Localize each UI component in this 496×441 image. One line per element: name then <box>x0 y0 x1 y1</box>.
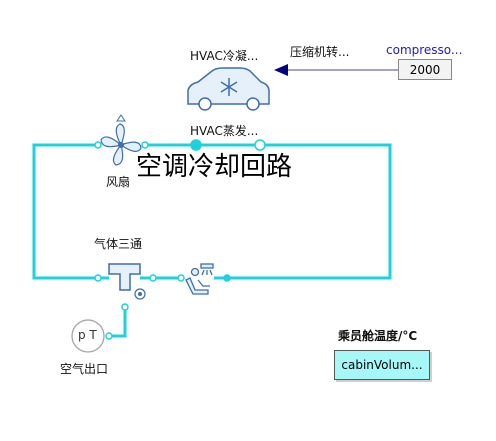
page-title: 空调冷却回路 <box>136 152 293 182</box>
compressor-speed-input[interactable]: 2000 <box>398 59 452 80</box>
compressor-speed-label: 压缩机转... <box>290 45 350 59</box>
cabin-temperature-display[interactable]: cabinVolum... <box>334 350 430 380</box>
fan-direction-triangle-icon <box>116 114 126 122</box>
evaporator-outlet-port[interactable] <box>254 139 266 151</box>
gas-tee-icon <box>108 263 141 291</box>
tee-state-dot <box>138 292 142 296</box>
compressor-signal-arrow-icon <box>274 64 288 76</box>
passenger-seat-icon <box>185 267 210 295</box>
air-vent-icon <box>200 263 214 276</box>
air-outlet-label: 空气出口 <box>60 362 109 376</box>
pt-sensor-icon <box>71 319 105 353</box>
gas-tee-label: 气体三通 <box>94 237 143 251</box>
seat-left-port[interactable] <box>177 274 185 282</box>
evaporator-inlet-port[interactable] <box>190 139 202 151</box>
tee-bottom-port[interactable] <box>121 303 129 311</box>
sensor-pipe <box>109 307 127 338</box>
tee-right-port[interactable] <box>149 274 157 282</box>
cabin-temperature-label: 乘员舱温度/°C <box>338 329 418 343</box>
condenser-label: HVAC冷凝... <box>190 49 259 63</box>
coolant-loop-pipe <box>32 143 392 280</box>
sensor-port[interactable] <box>105 332 113 340</box>
fan-label: 风扇 <box>106 175 131 189</box>
snowflake-icon <box>220 78 238 96</box>
fan-right-port[interactable] <box>141 141 149 149</box>
compressor-signal-label: compresso... <box>386 43 463 57</box>
fan-left-port[interactable] <box>94 141 102 149</box>
pt-sensor-text: p T <box>78 328 97 342</box>
evaporator-label: HVAC蒸发... <box>190 124 259 138</box>
fan-icon <box>100 123 142 166</box>
loop-left-port[interactable] <box>94 274 102 282</box>
seat-right-port[interactable] <box>223 274 231 282</box>
